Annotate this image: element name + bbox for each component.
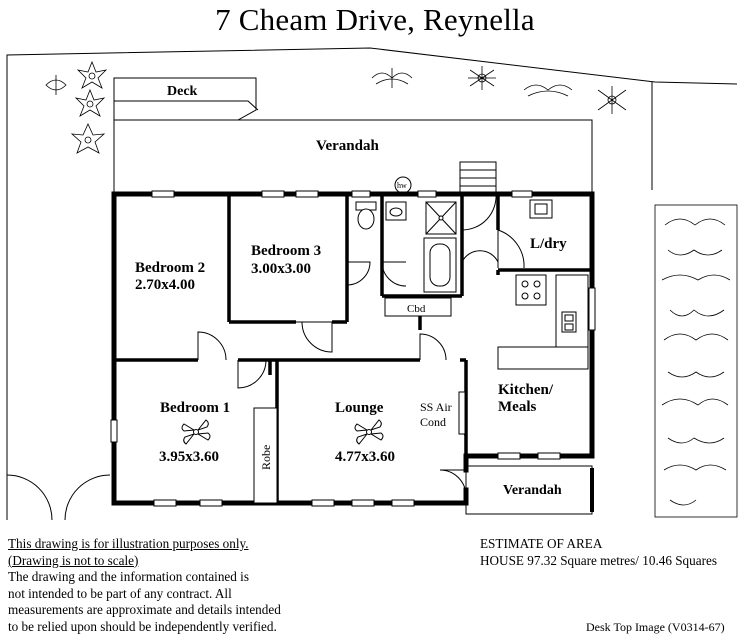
side-garden (654, 204, 738, 518)
deck-inner-line (114, 100, 259, 111)
rear-verandah-outline (113, 119, 593, 195)
shower-fixture (425, 201, 457, 235)
aircon-label-line2: Cond (420, 415, 446, 429)
footer-reference: Desk Top Image (V0314-67) (586, 620, 725, 634)
rear-steps (459, 161, 497, 195)
disclaimer-line4: not intended to be part of any contract.… (8, 585, 232, 601)
kitchen-label-line2: Meals (498, 399, 536, 415)
page-title: 7 Cheam Drive, Reynella (215, 2, 535, 37)
bedroom3-size: 3.00x3.00 (251, 261, 311, 277)
lounge-name: Lounge (335, 400, 384, 416)
bedroom1-name: Bedroom 1 (160, 400, 230, 416)
windows (110, 190, 596, 507)
bedroom2-name: Bedroom 2 (135, 260, 205, 276)
basin-fixture (385, 201, 407, 221)
air-conditioner-unit (458, 391, 466, 435)
robe-cupboard (253, 407, 278, 504)
garden-shrubs (45, 60, 627, 154)
deck-outline (113, 77, 257, 121)
area-estimate-heading: ESTIMATE OF AREA (480, 536, 603, 551)
area-estimate-house: HOUSE 97.32 Square metres/ 10.46 Squares (480, 552, 717, 568)
disclaimer-line6: to be relied upon should be independentl… (8, 618, 277, 634)
laundry-trough (529, 199, 553, 219)
cupboard-label: Cbd (407, 303, 426, 315)
disclaimer-line1: This drawing is for illustration purpose… (8, 536, 249, 551)
rear-verandah-label: Verandah (316, 138, 379, 154)
front-verandah-post (590, 468, 594, 512)
laundry-label: L/dry (530, 236, 567, 252)
disclaimer-line3: The drawing and the information containe… (8, 569, 249, 584)
bedroom3-name: Bedroom 3 (251, 243, 321, 259)
hot-water-label: hw (397, 181, 407, 190)
disclaimer-line5: measurements are approximate and details… (8, 602, 281, 617)
deck-label: Deck (167, 84, 198, 99)
area-estimate-block: ESTIMATE OF AREA HOUSE 97.32 Square metr… (480, 536, 717, 569)
front-verandah-label: Verandah (503, 483, 562, 498)
toilet-fixture (355, 201, 377, 230)
cupboard-outline (384, 297, 452, 317)
disclaimer-line2: (Drawing is not to scale) (8, 552, 139, 568)
disclaimer-block: This drawing is for illustration purpose… (8, 536, 281, 635)
aircon-label-line1: SS Air (420, 400, 452, 414)
bedroom1-size: 3.95x3.60 (159, 449, 219, 465)
bath-fixture (423, 237, 457, 293)
ceiling-fan-bedroom1 (181, 419, 211, 445)
kitchen-label-line1: Kitchen/ (498, 382, 554, 398)
bedroom2-size: 2.70x4.00 (135, 277, 195, 293)
door-swings (197, 193, 525, 497)
property-boundary (6, 47, 738, 520)
lounge-size: 4.77x3.60 (335, 449, 395, 465)
robe-label: Robe (259, 445, 273, 470)
ceiling-fan-lounge (354, 419, 384, 445)
front-lawn-arcs (6, 474, 111, 521)
kitchen-benches (497, 274, 589, 370)
